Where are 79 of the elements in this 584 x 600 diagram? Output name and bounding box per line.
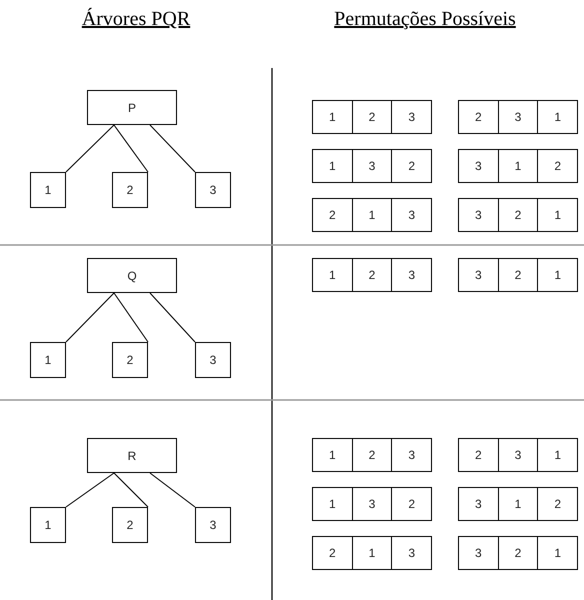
permutation-cell: 2 [537, 488, 578, 520]
leaf-node: 2 [112, 172, 148, 208]
tree-branch-line [66, 472, 114, 508]
tree-branch-line [66, 124, 114, 172]
permutation-cell-text: 1 [328, 158, 337, 175]
leaf-node: 3 [195, 507, 231, 543]
permutation-cell: 1 [537, 199, 578, 231]
permutation-cell: 1 [498, 150, 538, 182]
permutation-cell-text: 3 [474, 267, 483, 284]
permutation-cell: 3 [391, 101, 432, 133]
permutation-cell: 3 [391, 439, 432, 471]
permutation-cell: 3 [391, 259, 432, 291]
permutation-row [312, 100, 432, 134]
permutation-cell: 2 [352, 259, 392, 291]
permutation-cell: 1 [498, 488, 538, 520]
permutation-cell: 3 [391, 199, 432, 231]
tree-branch-line [150, 124, 196, 172]
tree-node: Q [87, 258, 177, 293]
permutation-row [312, 258, 432, 292]
column-heading: Permutações Possíveis [334, 8, 516, 31]
leaf-node: 2 [112, 342, 148, 378]
permutation-cell-text: 2 [474, 109, 483, 126]
permutation-cell: 2 [352, 101, 392, 133]
permutation-cell: 3 [391, 537, 432, 569]
tree-node: P [87, 90, 177, 125]
permutation-row [312, 487, 432, 521]
leaf-node: 2 [112, 507, 148, 543]
permutation-cell: 1 [537, 259, 578, 291]
permutation-cell: 2 [498, 199, 538, 231]
permutation-cell-text: 1 [328, 496, 337, 513]
permutation-cell: 2 [352, 439, 392, 471]
permutation-row [458, 536, 578, 570]
tree-node: R [87, 438, 177, 473]
permutation-cell-text: 2 [328, 207, 337, 224]
permutation-cell: 1 [352, 199, 392, 231]
permutation-cell: 3 [352, 150, 392, 182]
permutation-row [312, 198, 432, 232]
permutation-cell: 3 [498, 101, 538, 133]
leaf-node: 3 [195, 342, 231, 378]
tree-branch-line [114, 124, 148, 172]
permutation-cell-text: 3 [474, 496, 483, 513]
permutation-row [458, 258, 578, 292]
permutation-cell-text: 1 [328, 447, 337, 464]
permutation-cell: 2 [391, 488, 432, 520]
permutation-row [458, 487, 578, 521]
permutation-cell-text: 1 [328, 109, 337, 126]
permutation-cell: 2 [498, 259, 538, 291]
permutation-cell: 2 [391, 150, 432, 182]
permutation-row [458, 149, 578, 183]
permutation-cell: 1 [537, 439, 578, 471]
tree-branch-line [66, 292, 114, 342]
permutation-cell-text: 3 [474, 545, 483, 562]
permutation-row [458, 198, 578, 232]
leaf-node: 1 [30, 342, 66, 378]
tree-branch-line [114, 292, 148, 342]
permutation-cell-text: 2 [328, 545, 337, 562]
leaf-node: 3 [195, 172, 231, 208]
permutation-cell: 3 [352, 488, 392, 520]
permutation-cell: 2 [498, 537, 538, 569]
permutation-cell: 1 [537, 537, 578, 569]
permutation-row [312, 149, 432, 183]
tree-branch-line [150, 472, 196, 508]
permutation-cell-text: 3 [474, 207, 483, 224]
permutation-cell: 1 [537, 101, 578, 133]
leaf-node: 1 [30, 507, 66, 543]
permutation-row [312, 438, 432, 472]
permutation-cell: 2 [537, 150, 578, 182]
permutation-row [458, 100, 578, 134]
permutation-cell: 1 [352, 537, 392, 569]
permutation-cell-text: 3 [474, 158, 483, 175]
permutation-cell-text: 2 [474, 447, 483, 464]
tree-branch-line [114, 472, 148, 508]
column-heading: Árvores PQR [82, 8, 190, 31]
permutation-cell-text: 1 [328, 267, 337, 284]
tree-branch-line [150, 292, 196, 342]
permutation-row [458, 438, 578, 472]
permutation-cell: 3 [498, 439, 538, 471]
permutation-row [312, 536, 432, 570]
leaf-node: 1 [30, 172, 66, 208]
